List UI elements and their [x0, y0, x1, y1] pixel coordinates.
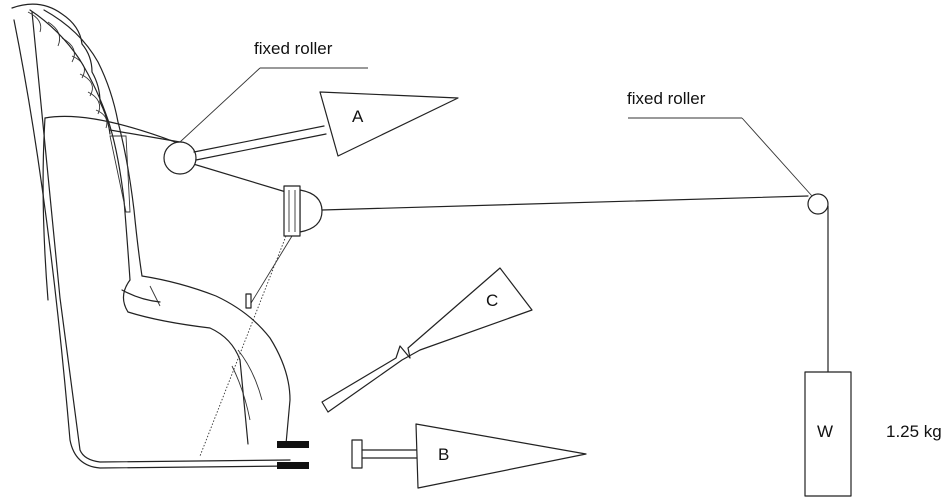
arrow-c: [321, 267, 533, 413]
anchor-fitting: [283, 185, 323, 237]
callout-roller-left: [179, 67, 368, 143]
weight-label: W: [817, 422, 833, 441]
backrest-cushion: [11, 3, 143, 281]
shoulder-belt-lower: [179, 159, 287, 193]
callout-roller-right: [628, 117, 813, 197]
arrow-c-label: C: [486, 291, 498, 310]
shoulder-belt-upper: [109, 129, 181, 143]
weight-block: [804, 371, 852, 497]
callout-label-right: fixed roller: [627, 89, 706, 108]
belt-strap-lower: [277, 462, 309, 469]
fixed-roller-right: [807, 193, 829, 215]
seat-shell: [13, 11, 291, 469]
belt-strap-upper: [277, 441, 309, 448]
belt-buckle-slot: [245, 293, 252, 309]
lap-belt-line: [247, 235, 293, 309]
seat-cushion: [121, 275, 291, 445]
mass-value: 1.25 kg: [886, 422, 942, 441]
callout-label-left: fixed roller: [254, 39, 333, 58]
arrow-b: [351, 423, 587, 489]
arrow-a-label: A: [352, 107, 364, 126]
cable-horizontal: [321, 195, 809, 211]
arrow-b-label: B: [438, 445, 449, 464]
fixed-roller-left: [163, 141, 197, 175]
arrow-a: [193, 91, 459, 161]
hidden-belt-line: [199, 235, 287, 457]
